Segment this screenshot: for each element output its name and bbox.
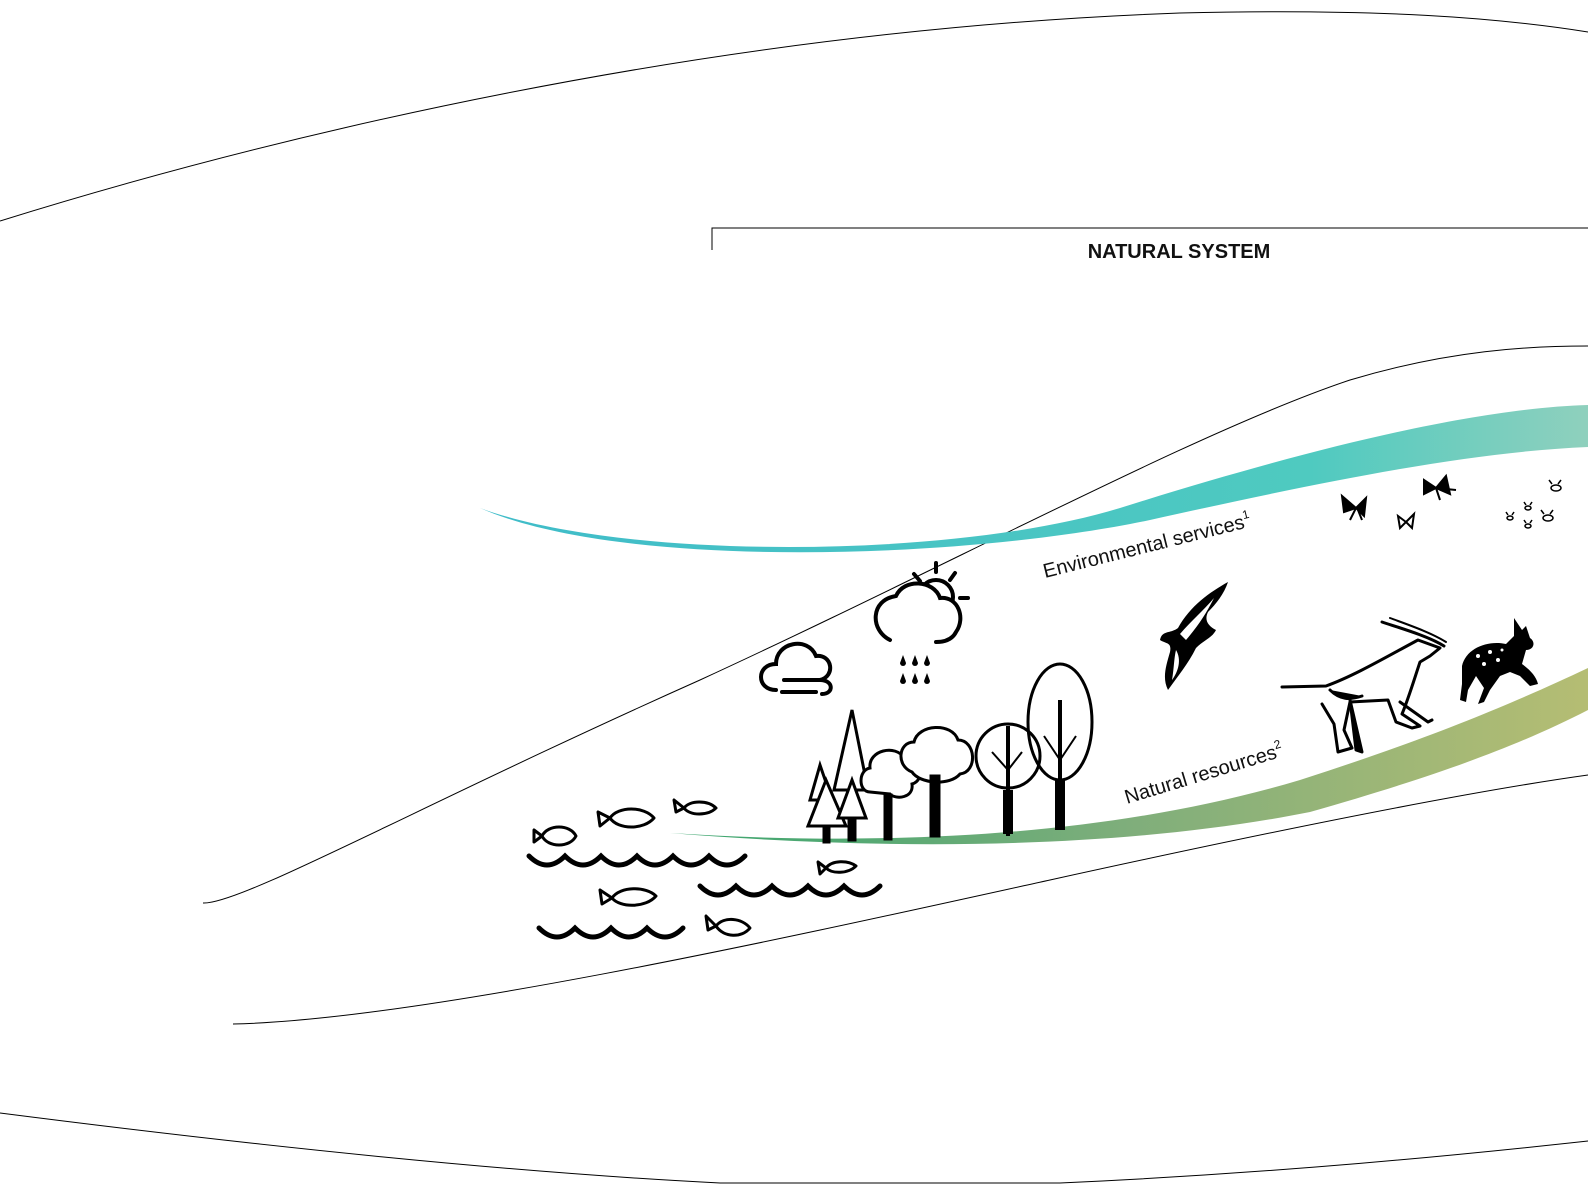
butterfly-icon <box>1342 496 1366 520</box>
inner-lens-bottom <box>233 775 1588 1024</box>
cloud-wind-icon <box>761 644 831 694</box>
outer-boundary-top <box>0 12 1588 221</box>
tree-icon <box>808 710 868 842</box>
sun-rain-cloud-icon <box>876 563 968 684</box>
natural-resources-ribbon <box>670 668 1588 844</box>
butterfly-icon <box>1424 476 1456 500</box>
deer-icon <box>1460 618 1538 704</box>
environmental-services-ribbon <box>480 405 1588 552</box>
antelope-icon <box>1282 618 1446 752</box>
section-title: NATURAL SYSTEM <box>1088 241 1271 263</box>
bird-icon <box>1160 582 1228 690</box>
butterfly-icon <box>1398 514 1414 528</box>
outer-boundary-bottom <box>0 1113 1588 1183</box>
bee-icon <box>1506 480 1561 528</box>
